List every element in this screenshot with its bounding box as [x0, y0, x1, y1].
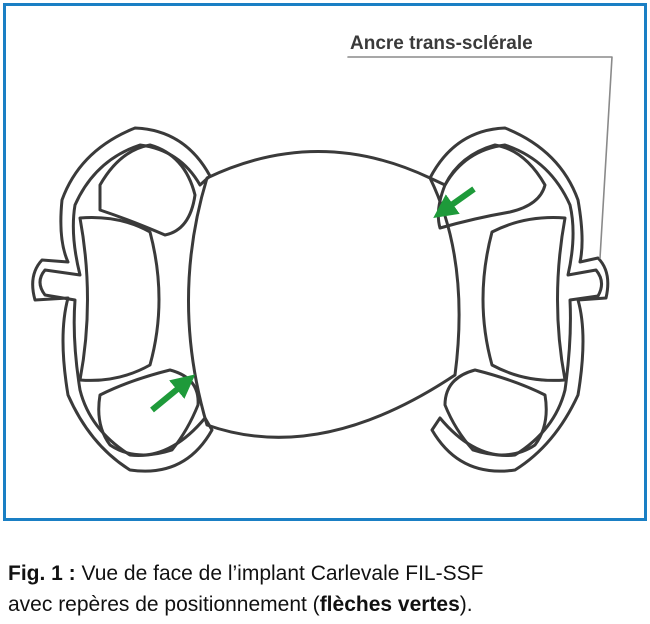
figure-caption: Fig. 1 : Vue de face de l’implant Carlev…: [8, 558, 644, 620]
caption-emphasis: flèches vertes: [319, 593, 460, 616]
left-haptic-window-bottom: [97, 368, 200, 457]
caption-line2: avec repères de positionnement (: [8, 593, 320, 616]
optic-body: [187, 150, 461, 439]
annotation-leader-line: [347, 56, 613, 259]
green-arrow-top-right: [433, 186, 476, 218]
caption-suffix: ).: [459, 593, 473, 616]
left-haptic-outer: [31, 126, 214, 473]
right-haptic-outer: [428, 126, 610, 473]
left-haptic-arc: [78, 216, 161, 382]
implant-diagram: Ancre trans-sclérale: [31, 33, 613, 473]
green-arrow-bottom-left: [150, 374, 196, 413]
right-haptic-arc: [481, 216, 567, 382]
annotation-label: Ancre trans-sclérale: [350, 33, 533, 54]
caption-line1: Vue de face de l’implant Carlevale FIL-S…: [75, 562, 484, 585]
right-haptic-window-bottom: [443, 368, 548, 457]
caption-prefix: Fig. 1 :: [8, 562, 76, 585]
left-haptic-window-top: [98, 143, 197, 237]
